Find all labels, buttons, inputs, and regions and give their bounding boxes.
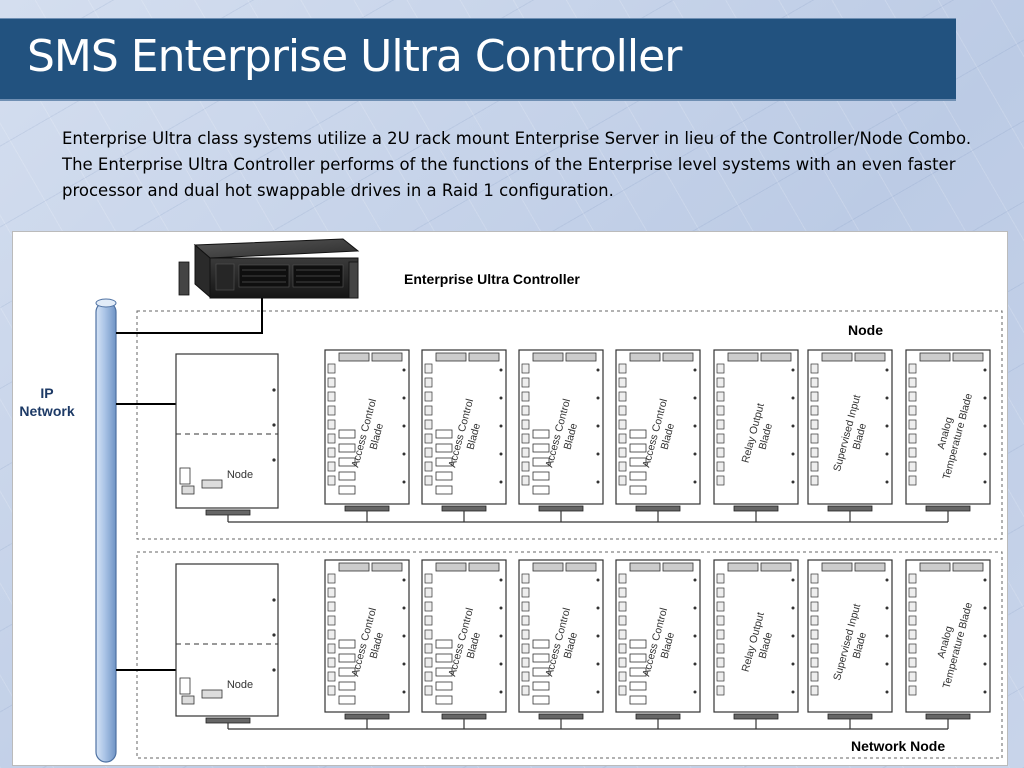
ip-network-label-line1: IP xyxy=(40,385,53,401)
slide-title: SMS Enterprise Ultra Controller xyxy=(27,31,682,82)
network-node-group-label: Network Node xyxy=(851,738,945,754)
ip-network-bus xyxy=(95,298,117,763)
node-group-label: Node xyxy=(848,322,883,338)
blade-card: Access ControlBlade xyxy=(518,349,604,522)
blade-card: Relay OutputBlade xyxy=(713,559,799,729)
ip-network-label-line2: Network xyxy=(19,403,74,419)
enterprise-server xyxy=(178,238,360,299)
slide-description: Enterprise Ultra class systems utilize a… xyxy=(62,129,972,200)
controller-label: Enterprise Ultra Controller xyxy=(404,271,580,287)
blade-card: AnalogTemperature Blade xyxy=(905,349,991,522)
blade-card: Supervised InputBlade xyxy=(807,349,893,522)
blade-card: Access ControlBlade xyxy=(421,349,507,522)
network-node-group-box xyxy=(136,551,1003,759)
diagram-canvas: IP Network Enterprise Ultra Controller N… xyxy=(19,238,1003,763)
node-group-box xyxy=(136,310,1003,540)
server-link xyxy=(116,298,263,334)
node-module-label: Node xyxy=(227,469,253,481)
blade-card: Access ControlBlade xyxy=(421,559,507,729)
blade-card: AnalogTemperature Blade xyxy=(905,559,991,729)
system-diagram: IP Network Enterprise Ultra Controller N… xyxy=(12,231,1008,766)
blade-card: Access ControlBlade xyxy=(518,559,604,729)
node-module: Node xyxy=(175,563,279,724)
blade-card: Supervised InputBlade xyxy=(807,559,893,729)
title-bar: SMS Enterprise Ultra Controller xyxy=(0,18,956,101)
blade-card: Access ControlBlade xyxy=(324,349,410,522)
node-module-label: Node xyxy=(227,679,253,691)
blade-card: Access ControlBlade xyxy=(615,559,701,729)
blade-card: Relay OutputBlade xyxy=(713,349,799,522)
blade-card: Access ControlBlade xyxy=(615,349,701,522)
blade-card: Access ControlBlade xyxy=(324,559,410,729)
node-module: Node xyxy=(175,353,279,516)
